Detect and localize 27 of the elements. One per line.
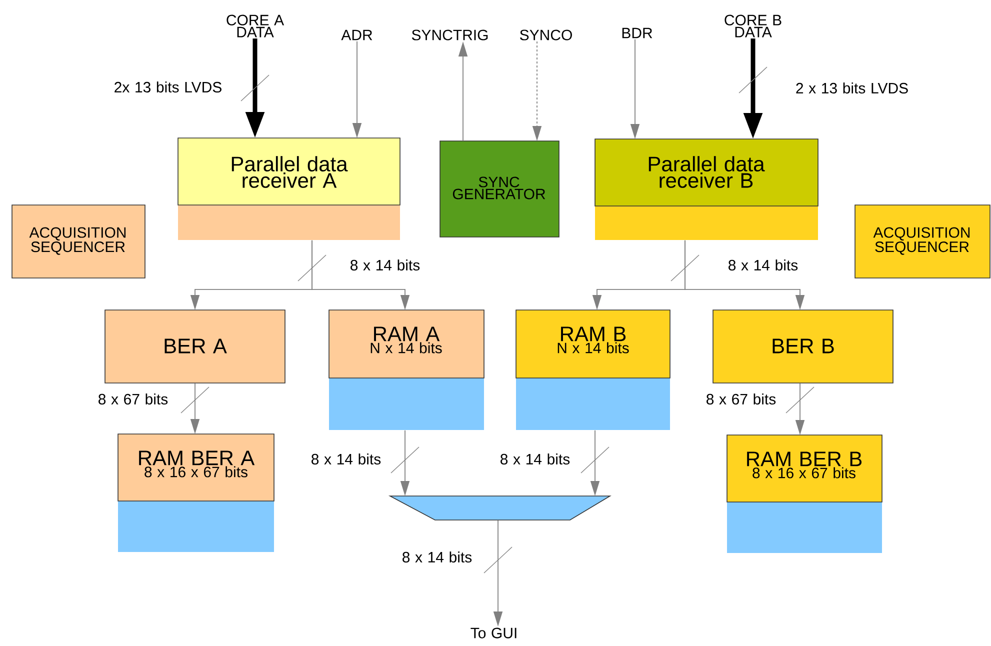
receiver-box: Parallel data receiver B [594,138,818,240]
ram-box: RAM A N x 14 bits [328,310,484,430]
edge-label: 8 x 67 bits [704,392,778,406]
signal-label: ADR [341,30,372,40]
generator-box: SYNC GENERATOR [440,140,560,238]
ram-box: RAM BER B 8 x 16 x 67 bits [726,434,882,553]
edge-label: 8 x 67 bits [96,392,170,406]
signal-label: BDR [622,28,652,38]
ber-box: BER A [104,310,286,384]
signal-label: SYNCO [520,30,572,40]
signal-label: CORE A DATA [226,14,284,38]
signal-label: SYNCTRIG [412,30,488,40]
receiver-box: Parallel data receiver A [178,138,400,240]
ram-box: RAM BER A 8 x 16 x 67 bits [118,434,274,552]
ber-box: BER B [712,310,894,384]
sequencer-box: ACQUISITION SEQUENCER [12,204,146,278]
signal-label: To GUI [470,628,516,638]
edge-label: 8 x 14 bits [726,258,800,272]
sequencer-box: ACQUISITION SEQUENCER [854,204,990,278]
edge-label: 8 x 14 bits [348,258,422,272]
edge-label: 2 x 13 bits LVDS [794,82,910,95]
edge-label: 2x 13 bits LVDS [112,80,224,94]
signal-label: CORE B DATA [724,14,782,38]
edge-label: 8 x 14 bits [498,452,572,466]
edge-label: 8 x 14 bits [400,550,474,564]
edge-label: 8 x 14 bits [310,452,382,466]
ram-box: RAM B N x 14 bits [516,310,670,430]
